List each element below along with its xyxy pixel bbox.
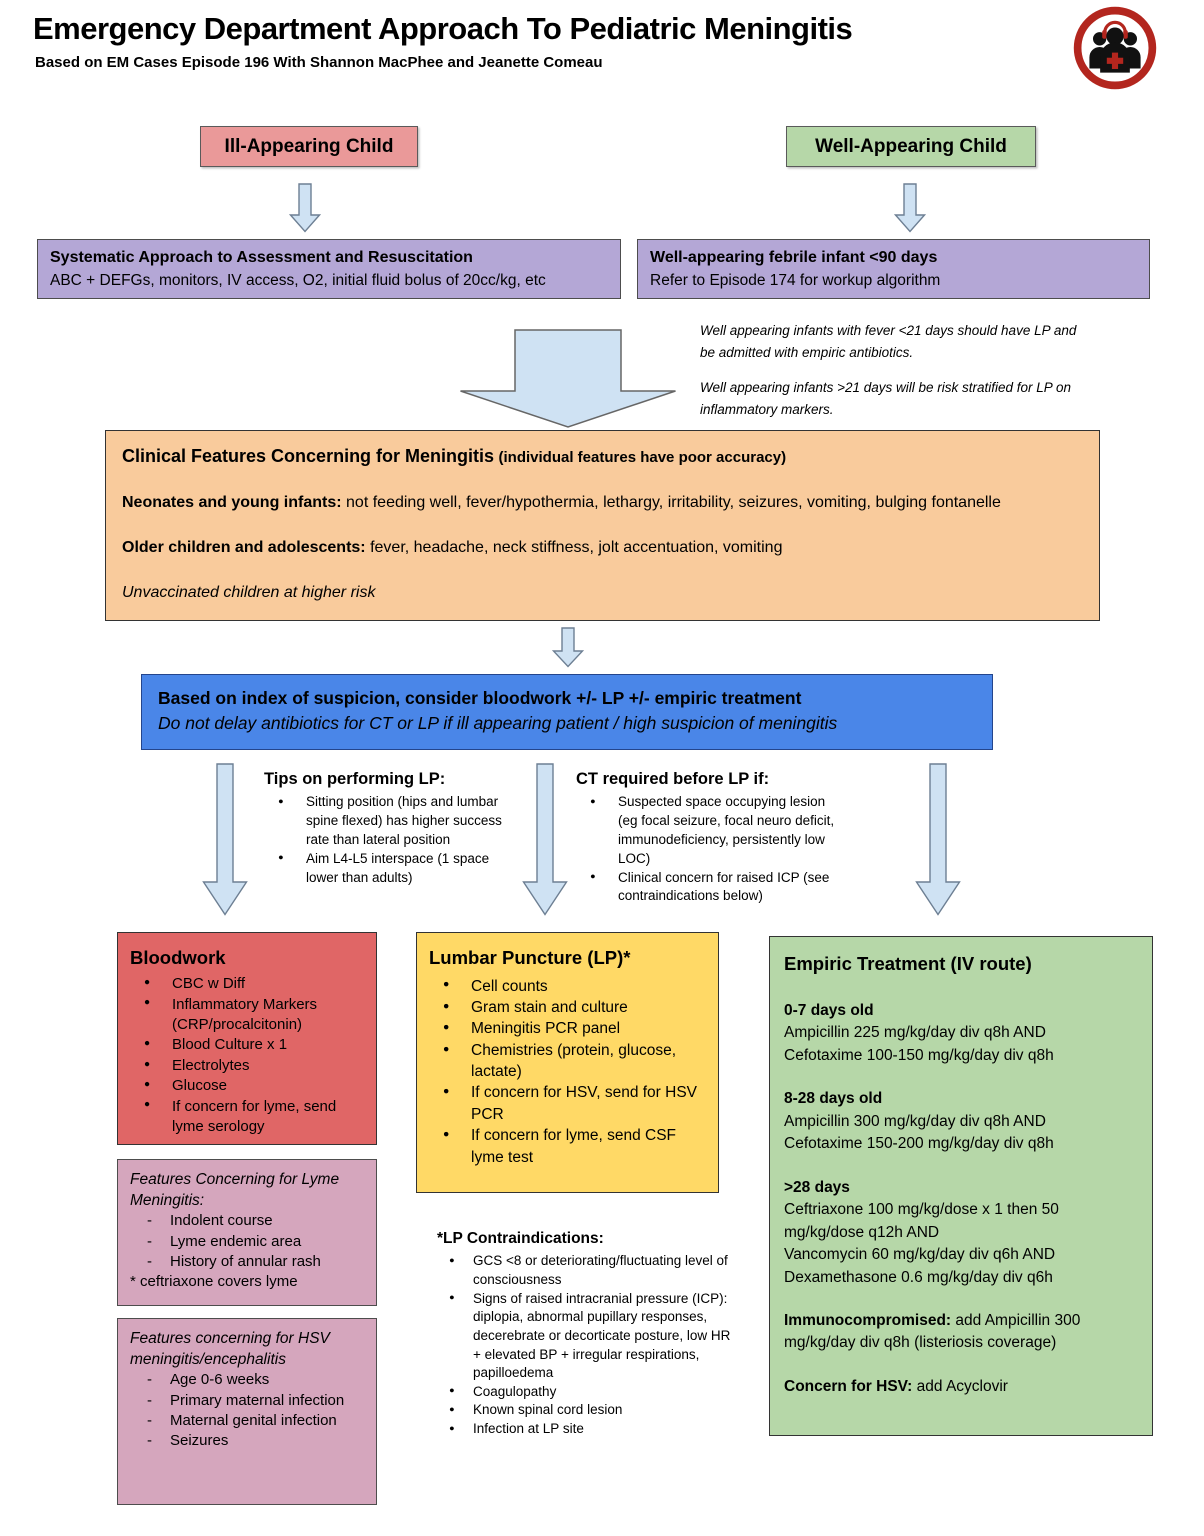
well-appearing-child-label: Well-Appearing Child xyxy=(815,135,1007,157)
febrile-infant-body: Refer to Episode 174 for workup algorith… xyxy=(650,271,941,289)
hsv-feature-item: Primary maternal infection xyxy=(130,1391,364,1412)
hsv-feature-item: Age 0-6 weeks xyxy=(130,1370,364,1391)
lp-contraindication-item: Coagulopathy xyxy=(437,1383,739,1402)
lp-item: Gram stain and culture xyxy=(429,997,706,1018)
hsv-feature-item: Maternal genital infection xyxy=(130,1411,364,1432)
clinical-features-title-note: (individual features have poor accuracy) xyxy=(498,449,787,466)
neonates-label: Neonates and young infants: xyxy=(122,494,342,511)
concern-hsv-text: add Acyclovir xyxy=(912,1377,1008,1395)
systematic-approach-body: ABC + DEFGs, monitors, IV access, O2, in… xyxy=(50,271,546,289)
lyme-feature-item: History of annular rash xyxy=(130,1252,364,1273)
treatment-line: Vancomycin 60 mg/kg/day div q6h AND xyxy=(784,1246,1056,1264)
bloodwork-item: CBC w Diff xyxy=(130,974,364,994)
lyme-feature-item: Indolent course xyxy=(130,1211,364,1232)
treatment-section-heading: 0-7 days old xyxy=(784,1001,874,1019)
unvaccinated-note: Unvaccinated children at higher risk xyxy=(122,584,376,601)
bloodwork-item: If concern for lyme, send lyme serology xyxy=(130,1097,364,1138)
lp-item: If concern for lyme, send CSF lyme test xyxy=(429,1125,706,1168)
treatment-section-heading: >28 days xyxy=(784,1178,850,1196)
tips-performing-lp: Tips on performing LP: Sitting position … xyxy=(264,770,519,887)
bloodwork-item: Inflammatory Markers (CRP/procalcitonin) xyxy=(130,995,364,1036)
treatment-line: Cefotaxime 150-200 mg/kg/day div q8h xyxy=(784,1135,1054,1153)
suspicion-line: Based on index of suspicion, consider bl… xyxy=(158,688,802,708)
hsv-feature-item: Seizures xyxy=(130,1431,364,1452)
treatment-immunocompromised: Immunocompromised: add Ampicillin 300 mg… xyxy=(784,1310,1138,1355)
ceftriaxone-covers-lyme-note: * ceftriaxone covers lyme xyxy=(130,1273,298,1291)
immunocompromised-label: Immunocompromised: xyxy=(784,1311,952,1329)
treatment-section-over-28-days: >28 days Ceftriaxone 100 mg/kg/dose x 1 … xyxy=(784,1177,1138,1289)
treatment-line: Ampicillin 225 mg/kg/day div q8h AND xyxy=(784,1024,1046,1042)
lp-item: Chemistries (protein, glucose, lactate) xyxy=(429,1040,706,1083)
older-children-text: fever, headache, neck stiffness, jolt ac… xyxy=(370,539,783,556)
febrile-infant-box: Well-appearing febrile infant <90 days R… xyxy=(637,239,1150,299)
well-appearing-child-box: Well-Appearing Child xyxy=(786,126,1036,167)
treatment-section-0-7-days: 0-7 days old Ampicillin 225 mg/kg/day di… xyxy=(784,1000,1138,1067)
arrow-to-bloodwork-icon xyxy=(202,763,248,916)
older-children-label: Older children and adolescents: xyxy=(122,539,366,556)
ct-before-lp-item: Clinical concern for raised ICP (see con… xyxy=(576,869,844,907)
bloodwork-title: Bloodwork xyxy=(130,947,226,968)
febrile-infant-title: Well-appearing febrile infant <90 days xyxy=(650,249,938,266)
systematic-approach-title: Systematic Approach to Assessment and Re… xyxy=(50,249,473,266)
treatment-section-heading: 8-28 days old xyxy=(784,1090,883,1108)
lp-contraindications-title: *LP Contraindications: xyxy=(437,1230,604,1247)
lyme-features-box: Features Concerning for Lyme Meningitis:… xyxy=(117,1159,377,1306)
tips-lp-item: Sitting position (hips and lumbar spine … xyxy=(264,793,519,850)
em-cases-logo-icon xyxy=(1072,5,1158,91)
systematic-approach-box: Systematic Approach to Assessment and Re… xyxy=(37,239,621,299)
lp-item: Meningitis PCR panel xyxy=(429,1018,706,1039)
lp-contraindication-item: Known spinal cord lesion xyxy=(437,1401,739,1420)
bloodwork-item: Glucose xyxy=(130,1076,364,1096)
ill-appearing-child-box: Ill-Appearing Child xyxy=(200,126,418,167)
lp-item: Cell counts xyxy=(429,976,706,997)
well-infant-notes: Well appearing infants with fever <21 da… xyxy=(700,320,1080,420)
page-subtitle: Based on EM Cases Episode 196 With Shann… xyxy=(35,54,603,71)
clinical-features-box: Clinical Features Concerning for Meningi… xyxy=(105,430,1100,621)
neonates-text: not feeding well, fever/hypothermia, let… xyxy=(346,494,1001,511)
concern-hsv-label: Concern for HSV: xyxy=(784,1377,913,1395)
hsv-features-box: Features concerning for HSV meningitis/e… xyxy=(117,1318,377,1505)
arrow-down-icon xyxy=(552,627,584,668)
big-arrow-down-icon xyxy=(459,329,677,429)
lumbar-puncture-box: Lumbar Puncture (LP)* Cell counts Gram s… xyxy=(416,932,719,1193)
ct-before-lp-item: Suspected space occupying lesion (eg foc… xyxy=(576,793,844,869)
lp-contraindication-item: Signs of raised intracranial pressure (I… xyxy=(437,1290,739,1383)
arrow-to-treatment-icon xyxy=(915,763,961,916)
tips-lp-item: Aim L4-L5 interspace (1 space lower than… xyxy=(264,850,519,888)
lyme-features-title: Features Concerning for Lyme Meningitis: xyxy=(130,1171,340,1210)
hsv-features-title: Features concerning for HSV meningitis/e… xyxy=(130,1330,330,1369)
clinical-features-title: Clinical Features Concerning for Meningi… xyxy=(122,446,495,466)
ill-appearing-child-label: Ill-Appearing Child xyxy=(224,135,394,157)
lyme-feature-item: Lyme endemic area xyxy=(130,1232,364,1253)
lp-item: If concern for HSV, send for HSV PCR xyxy=(429,1082,706,1125)
treatment-line: Ceftriaxone 100 mg/kg/dose x 1 then 50 m… xyxy=(784,1201,1059,1241)
ct-before-lp: CT required before LP if: Suspected spac… xyxy=(576,770,844,906)
arrow-down-icon xyxy=(894,183,926,233)
do-not-delay-line: Do not delay antibiotics for CT or LP if… xyxy=(158,713,838,734)
bloodwork-item: Blood Culture x 1 xyxy=(130,1035,364,1055)
empiric-treatment-box: Empiric Treatment (IV route) 0-7 days ol… xyxy=(769,936,1153,1436)
lp-contraindications: *LP Contraindications: GCS <8 or deterio… xyxy=(437,1228,739,1439)
note-lp-under-21-days: Well appearing infants with fever <21 da… xyxy=(700,323,1077,360)
treatment-line: Ampicillin 300 mg/kg/day div q8h AND xyxy=(784,1112,1046,1130)
treatment-section-8-28-days: 8-28 days old Ampicillin 300 mg/kg/day d… xyxy=(784,1088,1138,1155)
empiric-treatment-title: Empiric Treatment (IV route) xyxy=(784,953,1032,974)
bloodwork-box: Bloodwork CBC w Diff Inflammatory Marker… xyxy=(117,932,377,1145)
treatment-line: Cefotaxime 100-150 mg/kg/day div q8h xyxy=(784,1046,1054,1064)
lp-contraindication-item: Infection at LP site xyxy=(437,1420,739,1439)
tips-performing-lp-title: Tips on performing LP: xyxy=(264,770,446,788)
index-of-suspicion-box: Based on index of suspicion, consider bl… xyxy=(141,674,993,750)
page-title: Emergency Department Approach To Pediatr… xyxy=(33,11,853,46)
lp-contraindication-item: GCS <8 or deteriorating/fluctuating leve… xyxy=(437,1252,739,1289)
treatment-line: Dexamethasone 0.6 mg/kg/day div q6h xyxy=(784,1268,1053,1286)
lumbar-puncture-title: Lumbar Puncture (LP)* xyxy=(429,947,631,968)
arrow-down-icon xyxy=(289,183,321,233)
ct-before-lp-title: CT required before LP if: xyxy=(576,770,770,788)
note-risk-stratified: Well appearing infants >21 days will be … xyxy=(700,379,1072,417)
arrow-to-lp-icon xyxy=(522,763,568,916)
treatment-hsv: Concern for HSV: add Acyclovir xyxy=(784,1376,1138,1398)
immunocompromised-text: add Ampicillin 300 mg/kg/day div q8h (li… xyxy=(784,1311,1081,1352)
bloodwork-item: Electrolytes xyxy=(130,1056,364,1076)
